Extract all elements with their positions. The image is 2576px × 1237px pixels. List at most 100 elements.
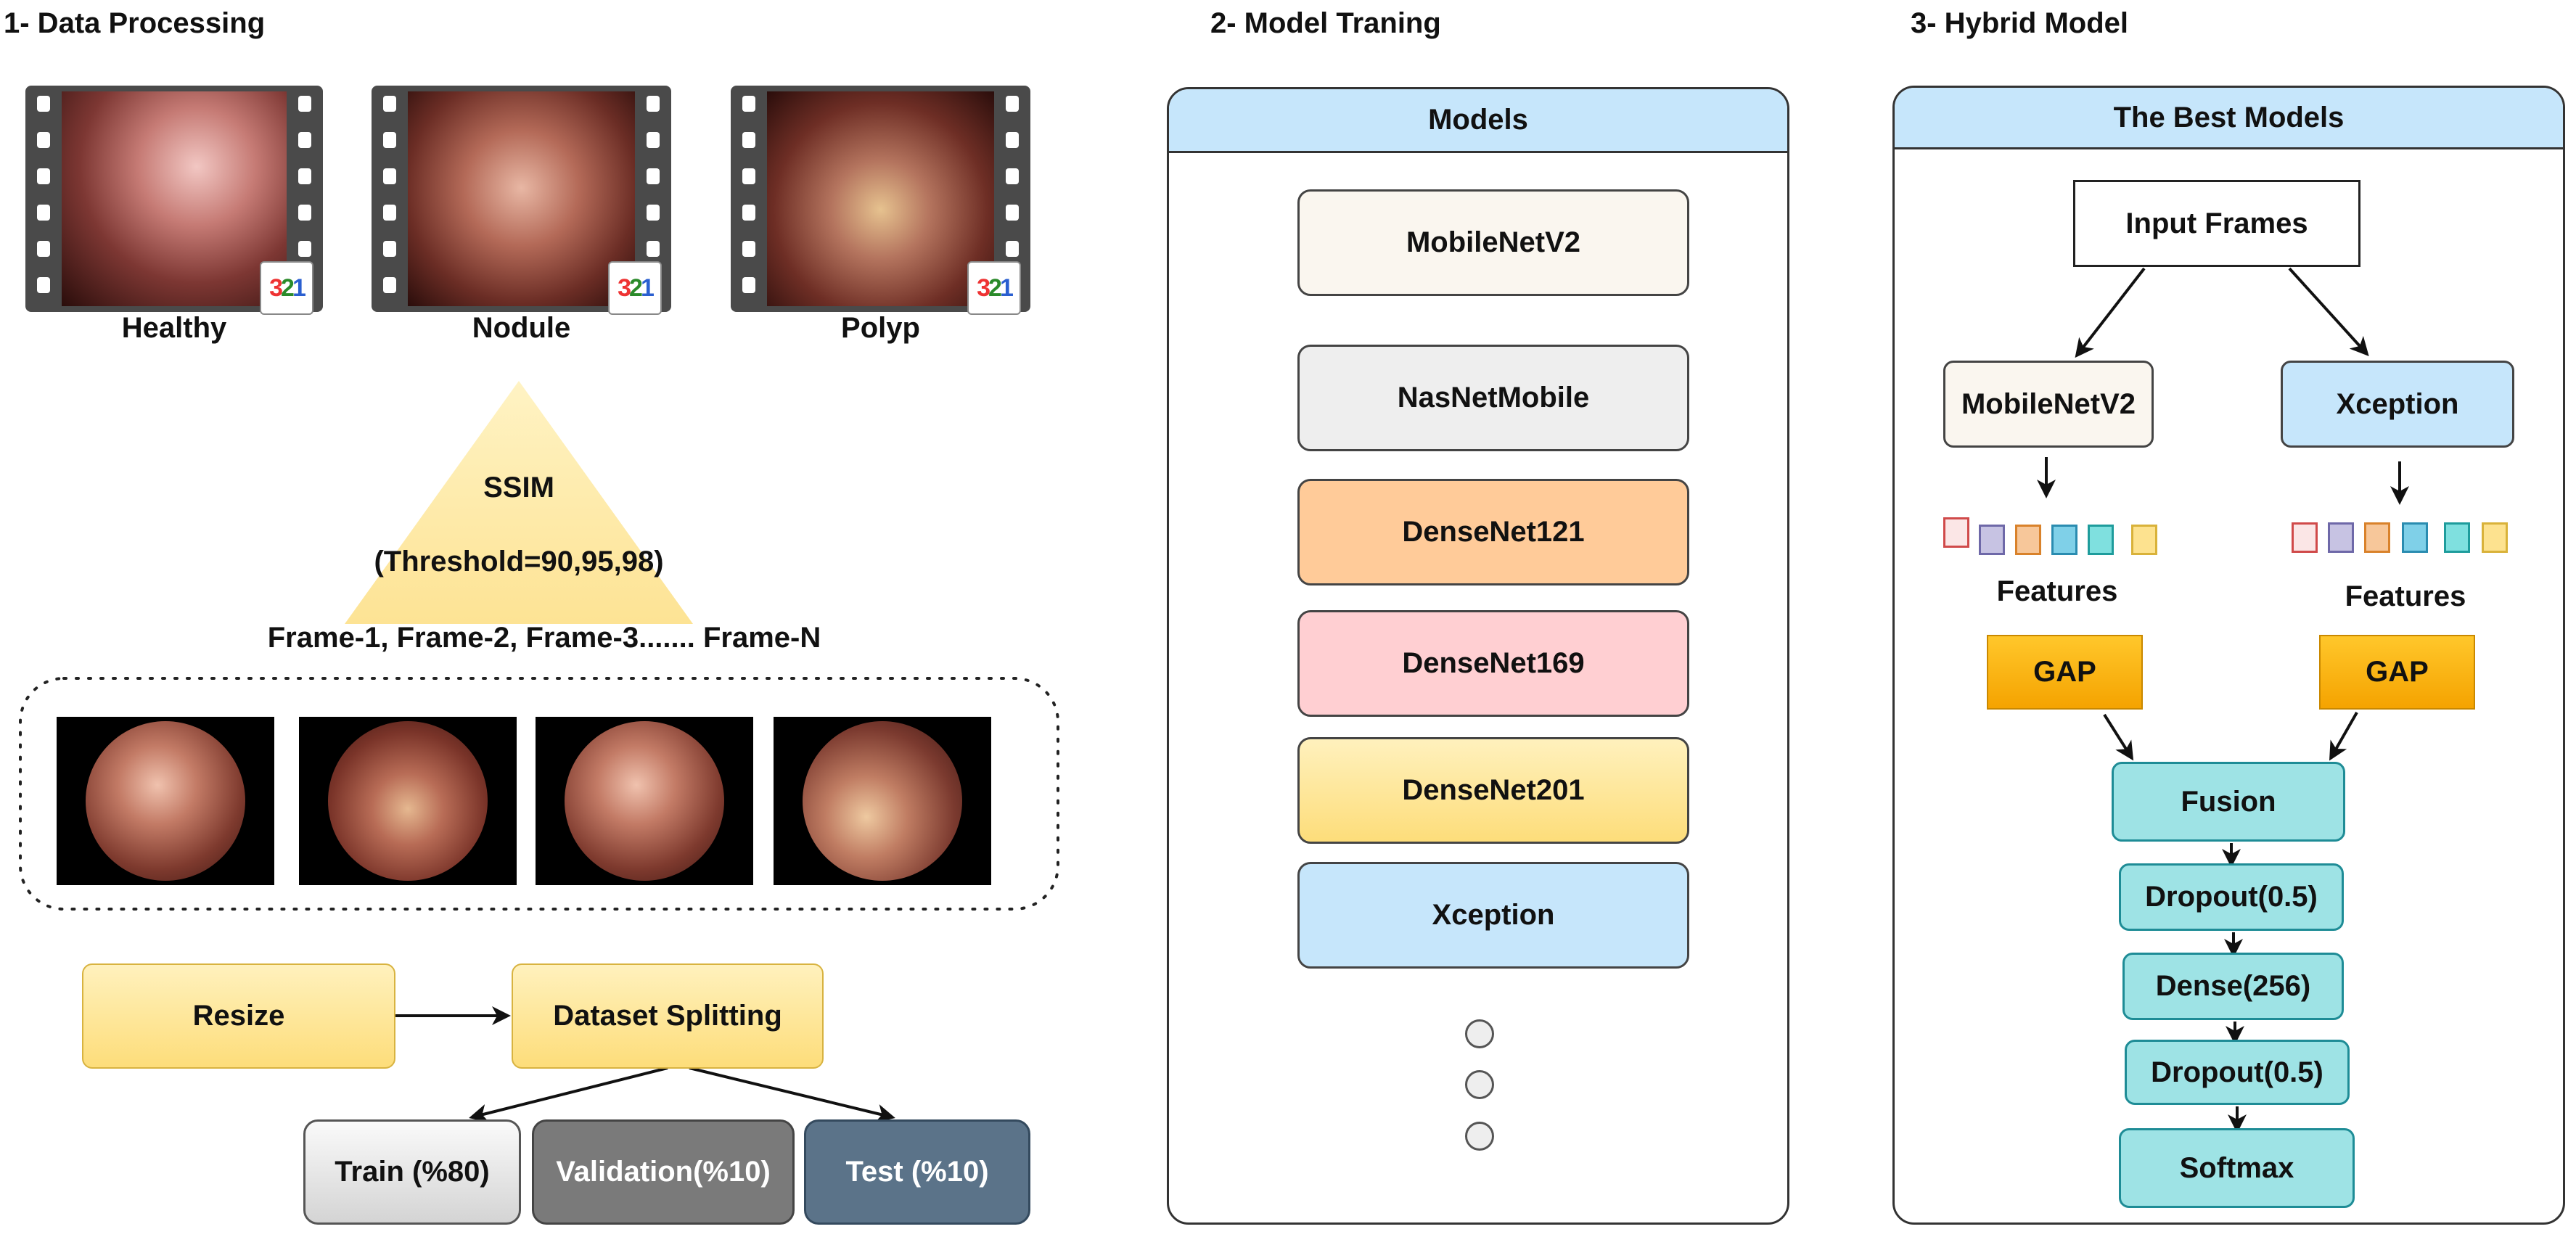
gap-box-left: GAP: [1987, 635, 2143, 710]
video-scene: [767, 91, 994, 306]
film-hole: [37, 168, 50, 184]
section-title-data-processing: 1- Data Processing: [4, 7, 266, 39]
video-scene: [62, 91, 287, 306]
softmax-box: Softmax: [2119, 1128, 2355, 1208]
models-panel: Models MobileNetV2 NasNetMobile DenseNet…: [1167, 87, 1789, 1225]
extracted-frame: [774, 717, 991, 885]
feature-square: [2131, 525, 2157, 555]
video-thumbnail-nodule: [372, 86, 671, 312]
arrow-gap-to-fusion-left: [2103, 713, 2134, 761]
extracted-frame: [57, 717, 274, 885]
input-frames-box: Input Frames: [2073, 180, 2360, 267]
video-thumbnail-healthy: [25, 86, 323, 312]
model-box-densenet121: DenseNet121: [1297, 479, 1689, 585]
video-label-healthy: Healthy: [121, 312, 227, 344]
extracted-frame: [299, 717, 517, 885]
test-split-box: Test (%10): [804, 1119, 1030, 1225]
film-hole: [298, 132, 311, 148]
film-hole: [1006, 168, 1019, 184]
hybrid-mobilenetv2-box: MobileNetV2: [1943, 361, 2154, 448]
ellipsis-dot: [1465, 1070, 1494, 1099]
frame-image: [565, 721, 724, 881]
ellipsis-dot: [1465, 1122, 1494, 1151]
models-panel-header: Models: [1169, 89, 1787, 153]
film-hole: [37, 205, 50, 221]
frame-image: [86, 721, 245, 881]
feature-square: [2364, 522, 2390, 553]
film-hole: [647, 132, 660, 148]
film-hole: [647, 168, 660, 184]
model-label: DenseNet169: [1402, 647, 1585, 679]
ssim-title: SSIM: [483, 472, 554, 504]
dropout-box-2: Dropout(0.5): [2125, 1040, 2350, 1105]
arrow-split-to-train: [469, 1067, 668, 1123]
film-hole: [298, 168, 311, 184]
feature-square: [2088, 525, 2114, 555]
film-hole: [298, 205, 311, 221]
film-hole: [383, 96, 396, 112]
film-hole: [742, 168, 755, 184]
film-hole: [742, 277, 755, 293]
feature-square: [1943, 517, 1969, 548]
gap-box-right: GAP: [2319, 635, 2475, 710]
features-label-left: Features: [1996, 575, 2118, 607]
video-scene: [408, 91, 635, 306]
film-hole: [37, 96, 50, 112]
model-label: DenseNet201: [1402, 774, 1585, 806]
hybrid-panel-header: The Best Models: [1895, 88, 2563, 149]
film-hole: [742, 96, 755, 112]
film-hole: [1006, 241, 1019, 257]
model-label: Xception: [1432, 899, 1555, 931]
film-hole: [383, 168, 396, 184]
video-label-nodule: Nodule: [472, 312, 571, 344]
arrow-input-to-mobilenet: [2075, 267, 2146, 358]
film-hole: [742, 241, 755, 257]
dataset-splitting-box: Dataset Splitting: [512, 963, 824, 1069]
section-title-hybrid-model: 3- Hybrid Model: [1911, 7, 2129, 39]
fusion-box: Fusion: [2112, 762, 2345, 842]
model-box-mobilenetv2: MobileNetV2: [1297, 189, 1689, 296]
film-hole: [742, 205, 755, 221]
film-hole: [647, 205, 660, 221]
ssim-threshold: (Threshold=90,95,98): [374, 546, 664, 578]
film-hole: [383, 132, 396, 148]
resize-box: Resize: [82, 963, 395, 1069]
model-label: MobileNetV2: [1406, 226, 1581, 258]
video-label-polyp: Polyp: [841, 312, 920, 344]
ellipsis-dot: [1465, 1019, 1494, 1048]
frame-sequence-label: Frame-1, Frame-2, Frame-3....... Frame-N: [267, 622, 821, 654]
hybrid-panel: The Best Models: [1892, 86, 2565, 1225]
validation-split-box: Validation(%10): [532, 1119, 795, 1225]
arrow-split-to-test: [689, 1067, 895, 1123]
features-label-right: Features: [2345, 580, 2466, 612]
film-hole: [37, 132, 50, 148]
arrow-input-to-xception: [2288, 267, 2369, 356]
model-box-densenet169: DenseNet169: [1297, 610, 1689, 717]
film-hole: [298, 241, 311, 257]
feature-square: [2015, 525, 2041, 555]
train-split-box: Train (%80): [303, 1119, 521, 1225]
film-hole: [647, 96, 660, 112]
feature-square: [1979, 525, 2005, 555]
film-hole: [647, 241, 660, 257]
film-hole: [37, 241, 50, 257]
dropout-box-1: Dropout(0.5): [2119, 863, 2344, 931]
model-label: DenseNet121: [1402, 516, 1585, 548]
frame-image: [328, 721, 488, 881]
film-hole: [1006, 132, 1019, 148]
model-box-xception: Xception: [1297, 862, 1689, 969]
video-thumbnail-polyp: [731, 86, 1030, 312]
ssim-triangle: [345, 381, 693, 624]
feature-square: [2051, 525, 2077, 555]
film-hole: [1006, 205, 1019, 221]
feature-square: [2444, 522, 2470, 553]
frame-image: [803, 721, 962, 881]
film-hole: [383, 277, 396, 293]
model-box-densenet201: DenseNet201: [1297, 737, 1689, 844]
film-hole: [298, 96, 311, 112]
feature-square: [2482, 522, 2508, 553]
feature-square: [2328, 522, 2354, 553]
